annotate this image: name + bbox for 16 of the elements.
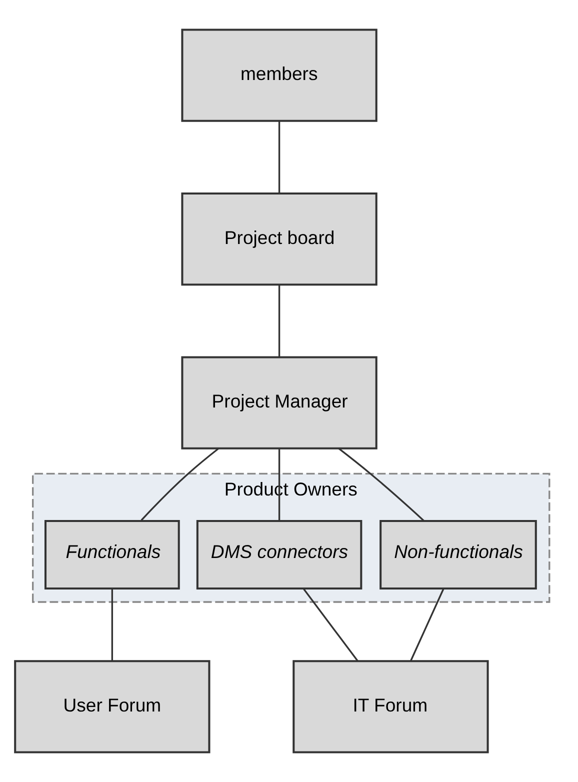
connector xyxy=(278,449,280,521)
node-box: DMS connectors xyxy=(196,520,362,590)
connector xyxy=(338,448,424,522)
node-box: IT Forum xyxy=(292,660,489,754)
connector xyxy=(410,588,444,662)
connector xyxy=(278,285,280,358)
connector xyxy=(302,588,358,662)
node-box: members xyxy=(181,28,378,122)
node-box: Project Manager xyxy=(181,356,378,450)
node-box: Functionals xyxy=(44,520,180,590)
node-box: Non-functionals xyxy=(380,520,537,590)
connector xyxy=(278,121,280,194)
node-box: User Forum xyxy=(14,660,210,754)
node-box: Project board xyxy=(181,192,378,286)
connector xyxy=(140,448,219,521)
connector xyxy=(111,588,114,661)
